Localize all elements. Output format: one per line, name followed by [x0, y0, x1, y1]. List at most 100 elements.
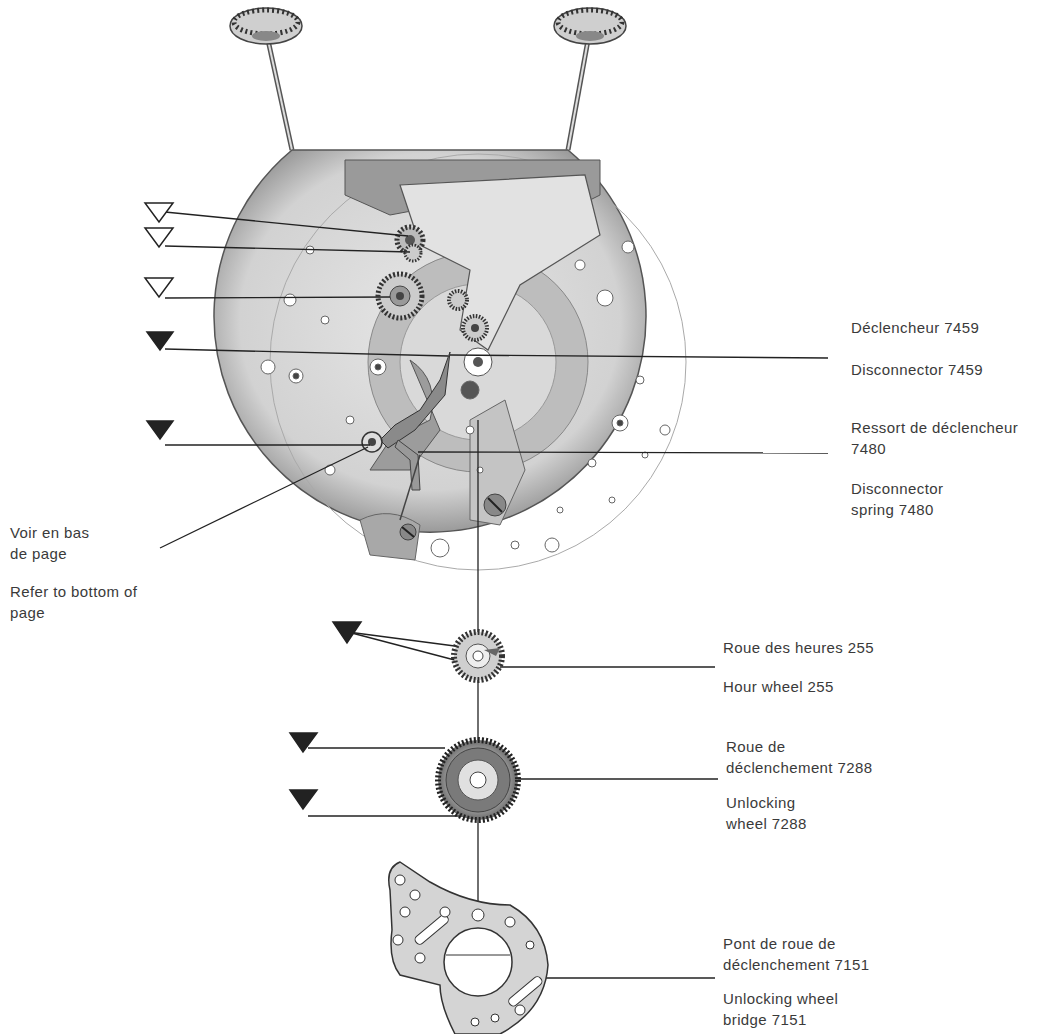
- illustration-part: [165, 212, 408, 236]
- illustration-part: [466, 644, 490, 668]
- illustration-part: [147, 332, 173, 350]
- illustration-part: [165, 246, 410, 252]
- illustration-part: [466, 426, 474, 434]
- illustration-part: [461, 381, 479, 399]
- illustration-part: [568, 40, 588, 150]
- gears: [362, 227, 492, 520]
- part-label: Ressort de déclencheur 7480: [851, 417, 1041, 459]
- illustration-part: [511, 541, 519, 549]
- illustration-part: [588, 459, 596, 467]
- illustration-part: [622, 241, 634, 253]
- illustration-part: [308, 815, 470, 816]
- part-label: Unlocking wheel 7288: [726, 792, 836, 834]
- illustration-part: [431, 539, 449, 557]
- illustration-part: [449, 291, 467, 309]
- illustration-part: [165, 349, 448, 356]
- part-label: Pont de roue de déclenchement 7151: [723, 933, 913, 975]
- illustration-part: [471, 1018, 479, 1026]
- illustration-part: [284, 294, 296, 306]
- illustration-part: [400, 455, 420, 520]
- part-label: Disconnector 7459: [851, 359, 1041, 380]
- illustration-part: [575, 260, 585, 270]
- illustration-part: [165, 297, 390, 298]
- illustration-part: [450, 355, 828, 358]
- part-label: Refer to bottom of page: [10, 581, 160, 623]
- part-label: Disconnector spring 7480: [851, 478, 981, 520]
- illustration-part: [518, 778, 718, 779]
- illustration-part: [234, 10, 298, 34]
- illustration-part: [348, 632, 470, 648]
- part-label: Voir en bas de page: [10, 522, 110, 564]
- illustration-part: [268, 40, 292, 150]
- illustration-part: [484, 494, 506, 516]
- illustration-part: [660, 425, 670, 435]
- illustration-part: [446, 955, 510, 956]
- illustration-part: [400, 175, 600, 350]
- illustration-part: [464, 348, 492, 376]
- illustration-part: [402, 527, 414, 537]
- illustration-part: [470, 772, 486, 788]
- illustration-part: [410, 890, 420, 900]
- illustration-part: [444, 928, 512, 996]
- illustration-part: [400, 524, 416, 540]
- illustration-part: [321, 316, 329, 324]
- illustration-part: [289, 369, 303, 383]
- illustration-part: [458, 760, 498, 800]
- illustration-part: [268, 40, 292, 150]
- illustration-part: [393, 875, 534, 1026]
- unlocking-wheel: [438, 740, 518, 820]
- illustration-part: [554, 8, 626, 44]
- illustration-part: [484, 648, 500, 656]
- illustration-part: [375, 364, 381, 370]
- part-label: Unlocking wheel bridge 7151: [723, 988, 863, 1030]
- part-label: Déclencheur 7459: [851, 317, 1041, 338]
- illustration-part: [160, 447, 368, 548]
- illustration-part: [396, 292, 404, 300]
- illustration-part: [390, 286, 410, 306]
- illustration-part: [526, 941, 534, 949]
- illustration-part: [145, 203, 173, 222]
- illustration-part: [568, 40, 588, 150]
- illustration-part: [617, 420, 623, 426]
- illustration-part: [348, 632, 466, 663]
- illustration-part: [500, 666, 715, 667]
- illustration-part: [380, 352, 450, 448]
- illustration-part: [333, 622, 361, 643]
- illustration-part: [147, 421, 173, 439]
- crown-left: [230, 8, 302, 150]
- illustration-part: [395, 875, 405, 885]
- illustration-part: [488, 498, 502, 512]
- illustration-part: [400, 907, 410, 917]
- illustration-part: [261, 360, 275, 374]
- illustration-part: [214, 150, 646, 532]
- illustration-part: [515, 1005, 525, 1015]
- illustration-part: [145, 228, 173, 247]
- illustration-part: [308, 747, 445, 748]
- illustration-part: [405, 245, 421, 261]
- illustration-part: [438, 740, 518, 820]
- illustration-part: [612, 415, 628, 431]
- illustration-part: [491, 1014, 499, 1022]
- illustration-part: [473, 357, 483, 367]
- illustration-part: [557, 507, 563, 513]
- illustration-part: [415, 953, 425, 963]
- illustration-part: [545, 538, 559, 552]
- illustration-part: [389, 862, 548, 1034]
- illustration-part: [413, 913, 449, 946]
- illustration-part: [393, 935, 403, 945]
- illustration-part: [542, 977, 715, 978]
- hour-wheel: [454, 632, 502, 680]
- illustration-part: [440, 907, 450, 917]
- illustration-part: [252, 31, 280, 41]
- illustration-part: [360, 514, 420, 560]
- part-label: Hour wheel 255: [723, 676, 923, 697]
- illustration-part: [378, 274, 422, 318]
- illustration-part: [290, 733, 317, 752]
- illustration-part: [558, 10, 622, 34]
- illustration-part: [471, 324, 479, 332]
- main-plate: [214, 150, 686, 570]
- part-label: Roue des heures 255: [723, 637, 923, 658]
- illustration-part: [290, 790, 317, 809]
- illustration-part: [609, 497, 615, 503]
